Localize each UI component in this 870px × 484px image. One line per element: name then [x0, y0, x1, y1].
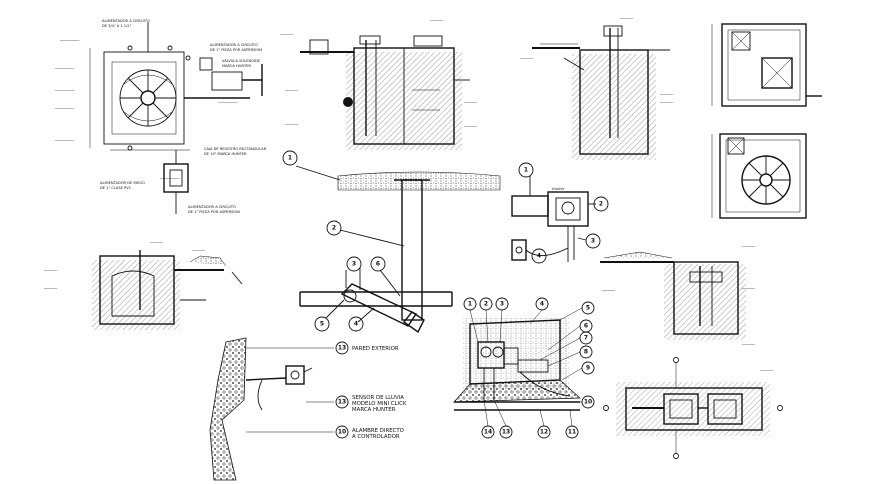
valve-callout-4: 4	[540, 301, 544, 308]
svg-text:──────: ──────	[463, 125, 478, 129]
controller-callout-3: 3	[591, 238, 595, 245]
sensor-callout-2: 13	[338, 399, 346, 406]
sensor-callout-3: 10	[338, 429, 346, 436]
label-sensor-2: MODELO MINI CLICK	[352, 401, 407, 407]
callout-3: 3	[352, 261, 356, 268]
valve-callout-2: 2	[484, 301, 488, 308]
svg-text:──────: ──────	[601, 289, 616, 293]
note-alimentador: ALIMENTADOR A CIRCUITO	[102, 19, 150, 23]
label-alambre-1: ALAMBRE DIRECTO	[352, 428, 404, 434]
rain-sensor-detail: 13 13 10 PARED EXTERIOR SENSOR DE LLUVIA…	[209, 337, 407, 481]
controller-callout-4: 4	[537, 253, 541, 260]
svg-text:──────: ──────	[284, 89, 299, 93]
label-alambre-2: A CONTROLADOR	[352, 434, 400, 440]
callout-2: 2	[332, 225, 336, 232]
controller-detail: Hunter 1 2 3 4	[511, 162, 609, 264]
svg-text:──────: ──────	[279, 33, 294, 37]
svg-text:─────────: ─────────	[54, 139, 75, 143]
label-sensor-3: MARCA HUNTER	[352, 407, 396, 413]
note-alimentador-size: DE 3/4" A 1 1/2"	[102, 24, 132, 28]
svg-text:──────: ──────	[759, 369, 774, 373]
bottom-right-box-plan: ──────	[603, 357, 783, 459]
valve-callout-14: 14	[484, 429, 492, 436]
callout-5: 5	[320, 321, 324, 328]
note-circuito: ALIMENTADOR A CIRCUITO	[210, 43, 258, 47]
tank-section-detail: ────── ────── ────── ────── ────── ─────…	[279, 19, 478, 150]
valve-callout-10: 10	[584, 399, 592, 406]
svg-text:─────────: ─────────	[54, 89, 75, 93]
brand-label: Hunter	[552, 187, 565, 191]
svg-text:──────: ──────	[149, 241, 164, 245]
valve-callout-8: 8	[584, 349, 588, 356]
plan-view-wheel-right	[711, 133, 807, 219]
svg-text:──────: ──────	[619, 17, 634, 21]
caja-label-1: CAJA DE REGISTRO RECTANGULAR	[204, 147, 267, 151]
valve-callout-5: 5	[586, 305, 590, 312]
note-valvula-marca: MARCA HUNTER	[222, 64, 251, 68]
valve-box-section: 1 2 3 4 5 6 7 8 9 10 11 12 13 14	[453, 297, 595, 439]
svg-text:──────: ──────	[659, 101, 674, 105]
note-riego-clase: DE 1" CLASE PVC	[100, 186, 132, 190]
svg-text:──────: ──────	[463, 101, 478, 105]
valve-callout-12: 12	[540, 429, 548, 436]
svg-text:─────────: ─────────	[217, 101, 238, 105]
caja-label-2: DE 10" MARCA HUNTER	[204, 152, 247, 156]
note-valvula: VALVULA SOLENOIDE	[222, 59, 261, 63]
svg-text:──────: ──────	[659, 93, 674, 97]
left-tank-section: ────── ────── ────── ──────	[43, 241, 243, 330]
solenoid-valve-detail: ALIMENTADOR A CIRCUITO DE 1" PIEZA POR A…	[199, 43, 263, 105]
svg-text:──────: ──────	[43, 287, 58, 291]
svg-text:──────: ──────	[191, 249, 206, 253]
svg-text:──────: ──────	[43, 269, 58, 273]
valve-callout-3: 3	[500, 301, 504, 308]
sensor-callout-1: 13	[338, 345, 346, 352]
svg-text:──────: ──────	[519, 57, 534, 61]
valve-callout-11: 11	[568, 429, 576, 436]
controller-callout-1: 1	[524, 167, 528, 174]
svg-text:──────: ──────	[741, 343, 756, 347]
svg-text:──────: ──────	[741, 287, 756, 291]
callout-4: 4	[354, 321, 358, 328]
plan-view-top-right	[711, 23, 822, 107]
note-circuito-pieza: DE 1" PIEZA POR ASPERSION	[210, 48, 262, 52]
callout-6: 6	[376, 261, 380, 268]
controller-callout-2: 2	[599, 201, 603, 208]
note-circuito-pieza-2: DE 1" PIEZA POR ASPERSION	[188, 210, 240, 214]
valve-box-callouts: 1 2 3 4 5 6 7 8 9 10 11 12 13 14	[463, 297, 595, 439]
label-sensor-1: SENSOR DE LLUVIA	[352, 395, 404, 401]
valve-callout-1: 1	[468, 301, 472, 308]
right-tank-section: ────── ────── ────── ──────	[600, 245, 756, 347]
svg-text:──────: ──────	[284, 123, 299, 127]
rectangular-box-detail: CAJA DE REGISTRO RECTANGULAR DE 10" MARC…	[100, 147, 267, 214]
pit-section-detail: ────── ────── ────── ──────	[519, 17, 674, 160]
note-alimentador-riego: ALIMENTADOR DE RIEGO	[100, 181, 145, 185]
svg-text:─────────: ─────────	[54, 107, 75, 111]
svg-text:──────: ──────	[429, 19, 444, 23]
valve-callout-9: 9	[586, 365, 590, 372]
svg-text:─────────: ─────────	[54, 67, 75, 71]
label-pared-exterior: PARED EXTERIOR	[352, 346, 399, 352]
valve-callout-13: 13	[502, 429, 510, 436]
callout-1: 1	[288, 155, 292, 162]
svg-text:─────────: ─────────	[59, 39, 80, 43]
valve-callout-7: 7	[584, 335, 588, 342]
valve-callout-6: 6	[584, 323, 588, 330]
svg-text:──────: ──────	[741, 245, 756, 249]
note-alimentador-circuito-2: ALIMENTADOR A CIRCUITO	[188, 205, 236, 209]
main-pipe-detail: 1 2 3 6 5 4	[282, 150, 501, 334]
valve-box-plan-view: ALIMENTADOR A CIRCUITO DE 3/4" A 1 1/2" …	[54, 19, 250, 181]
